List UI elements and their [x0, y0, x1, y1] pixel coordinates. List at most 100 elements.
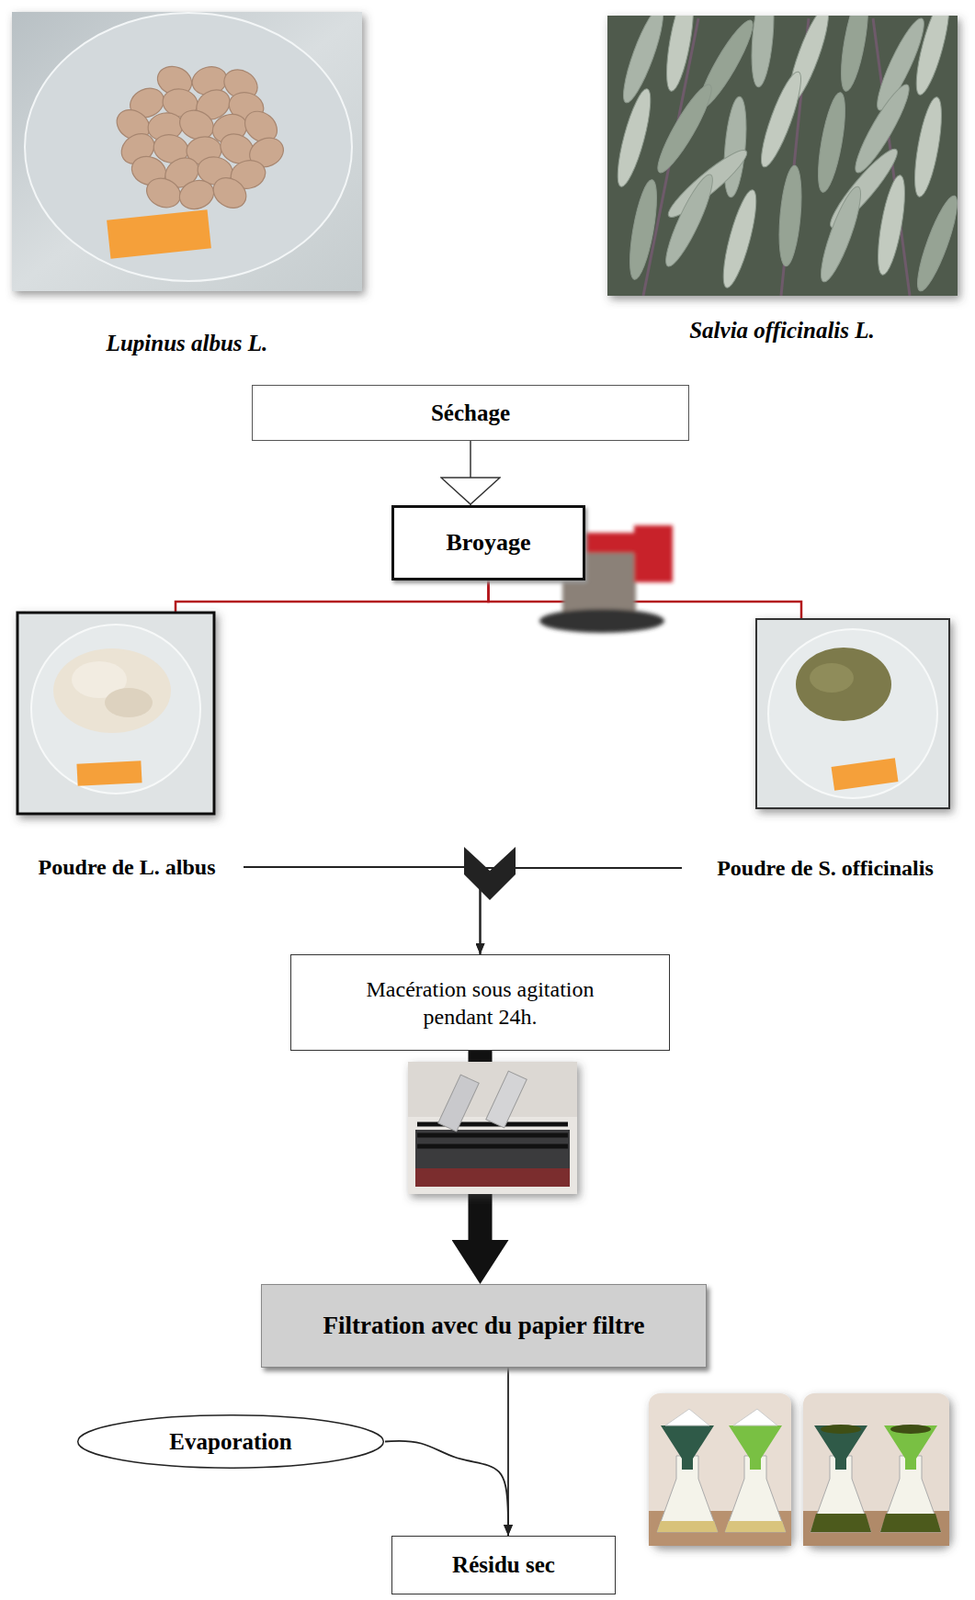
filtration-photo-left-part-part [665, 1409, 710, 1427]
step-label: Filtration avec du papier filtre [323, 1311, 646, 1343]
shaker-photo-part [415, 1130, 570, 1172]
filtration-photo-left-part-part [728, 1426, 783, 1471]
split-bracket [175, 580, 489, 613]
salvia-powder-photo [756, 619, 950, 809]
salvia-plant-photo-part-part-part [910, 192, 958, 295]
lupinus-powder-photo [17, 612, 215, 815]
step-label: Macération sous agitation pendant 24h. [342, 975, 619, 1032]
step-label: Séchage [430, 398, 511, 428]
lupinus-powder-photo-part [53, 648, 171, 734]
filtration-photo-left-part-part [657, 1521, 718, 1533]
lupinus-seeds-photo-part [11, 11, 363, 292]
lupinus-seeds-photo-part-part [141, 172, 185, 213]
filtration-photo-right-part-part [884, 1426, 938, 1471]
salvia-powder-photo-part [831, 758, 899, 791]
shaker-photo-part [438, 1075, 479, 1133]
chevron-arrow [464, 847, 516, 901]
salvia-plant-photo-part-part [611, 15, 958, 295]
salvia-plant-photo-part-part-part [624, 178, 663, 282]
merge-arrow [480, 868, 683, 955]
salvia-plant-photo-part-part-part [658, 170, 720, 272]
flow-arrow [469, 441, 472, 506]
filtration-photo-left-part-part [660, 1426, 715, 1471]
salvia-plant-photo-part [607, 15, 958, 296]
filtration-photo-right-part-part [810, 1514, 872, 1533]
lupinus-seeds-photo-part [106, 209, 212, 259]
filtration-photo-left-part [657, 1409, 718, 1533]
process-box: Broyage [391, 505, 586, 581]
salvia-powder-photo-part [768, 629, 938, 799]
lupinus-powder-photo-part [31, 624, 201, 794]
lupinus-seeds-photo [11, 11, 363, 292]
salvia-powder-photo-part [809, 663, 854, 693]
filtration-photo-right-part-part [820, 1425, 862, 1435]
powder-caption: Poudre de S. officinalis [716, 854, 934, 883]
process-ellipse: Evaporation [76, 1414, 386, 1471]
shaker-photo-part-part [417, 1145, 568, 1150]
powder-photo: Poudre de L. albus [10, 612, 244, 882]
salvia-powder-photo-part [756, 619, 950, 809]
filtration-photo-right-part [803, 1511, 950, 1547]
filtration-photo-left-part [648, 1394, 792, 1547]
salvia-plant-photo [607, 0, 964, 296]
salvia-plant-photo-part-part-part [748, 15, 778, 89]
ellipse-shape [78, 1416, 385, 1469]
lupinus-seeds-photo-part [11, 11, 363, 292]
species-caption: Lupinus albus L. [106, 328, 269, 358]
shaker-photo-part-part [417, 1133, 568, 1139]
salvia-plant-photo-part-part-part [814, 183, 868, 286]
salvia-plant-photo-part-part-part [775, 164, 805, 267]
step-label: Résidu sec [452, 1551, 556, 1580]
salvia-plant-photo-part-part-part [650, 79, 719, 178]
salvia-plant-photo-part-part-part [813, 90, 851, 194]
salvia-powder-photo-part [795, 647, 892, 722]
salvia-plant-photo-part-part-part [754, 68, 808, 171]
lupinus-seeds-photo-part [24, 12, 352, 282]
process-box: Macération sous agitation pendant 24h. [290, 954, 670, 1052]
shaker-photo [408, 1062, 578, 1195]
chevron-arrow-part [464, 847, 516, 901]
filtration-photo-right [803, 1394, 950, 1547]
species-caption: Salvia officinalis L. [689, 316, 875, 345]
shaker-photo-part [415, 1168, 570, 1188]
grinder-photo-part [539, 609, 665, 634]
filtration-photo-left [648, 1394, 792, 1547]
powder-photo: Poudre de S. officinalis [681, 619, 969, 883]
filtration-photo-right-part [810, 1425, 872, 1533]
step-label: Broyage [446, 528, 532, 559]
salvia-plant-photo-part-part-part [611, 86, 658, 190]
merge-arrow [243, 867, 481, 955]
lupinus-powder-photo-part [17, 612, 215, 815]
shaker-photo-part [417, 1124, 568, 1147]
filtration-photo-right-part-part [880, 1514, 941, 1533]
process-box: Séchage [251, 385, 690, 442]
filtration-photo-right-part-part [814, 1426, 868, 1471]
process-box: Filtration avec du papier filtre [260, 1284, 707, 1369]
lupinus-seeds-photo-part-part [175, 175, 218, 214]
lupinus-powder-photo-part [76, 760, 142, 787]
lupinus-seeds-photo-part-part [207, 171, 252, 215]
filtration-photo-right-part [880, 1425, 941, 1533]
step-label: Evaporation [169, 1428, 292, 1457]
salvia-plant-photo-part-part-part [872, 173, 911, 277]
filtration-photo-right-part-part [890, 1425, 931, 1435]
shaker-photo-part [486, 1071, 527, 1129]
species-photo: Salvia officinalis L. [601, 15, 963, 345]
salvia-plant-photo-part-part-part [909, 95, 948, 199]
result-box: Résidu sec [391, 1536, 616, 1596]
salvia-plant-photo-part-part-part [661, 15, 700, 93]
salvia-plant-photo-part-part-part [716, 187, 763, 291]
filtration-photo-left-part [725, 1409, 786, 1533]
filtration-photo-right-part [803, 1394, 950, 1547]
filtration-photo-left-part-part [733, 1409, 778, 1427]
salvia-plant-photo-part-part-part [836, 15, 874, 93]
lupinus-powder-photo-part [104, 688, 153, 718]
lupinus-seeds-photo-part [111, 61, 289, 215]
shaker-photo-part [408, 1062, 578, 1195]
species-photo: Lupinus albus L. [11, 11, 363, 358]
salvia-plant-photo-part-part-part [720, 95, 750, 198]
filtration-photo-left-part-part [725, 1521, 786, 1533]
salvia-plant-photo-part-part-part [909, 15, 956, 98]
powder-caption: Poudre de L. albus [38, 853, 216, 882]
grinder-photo-part [634, 525, 673, 583]
